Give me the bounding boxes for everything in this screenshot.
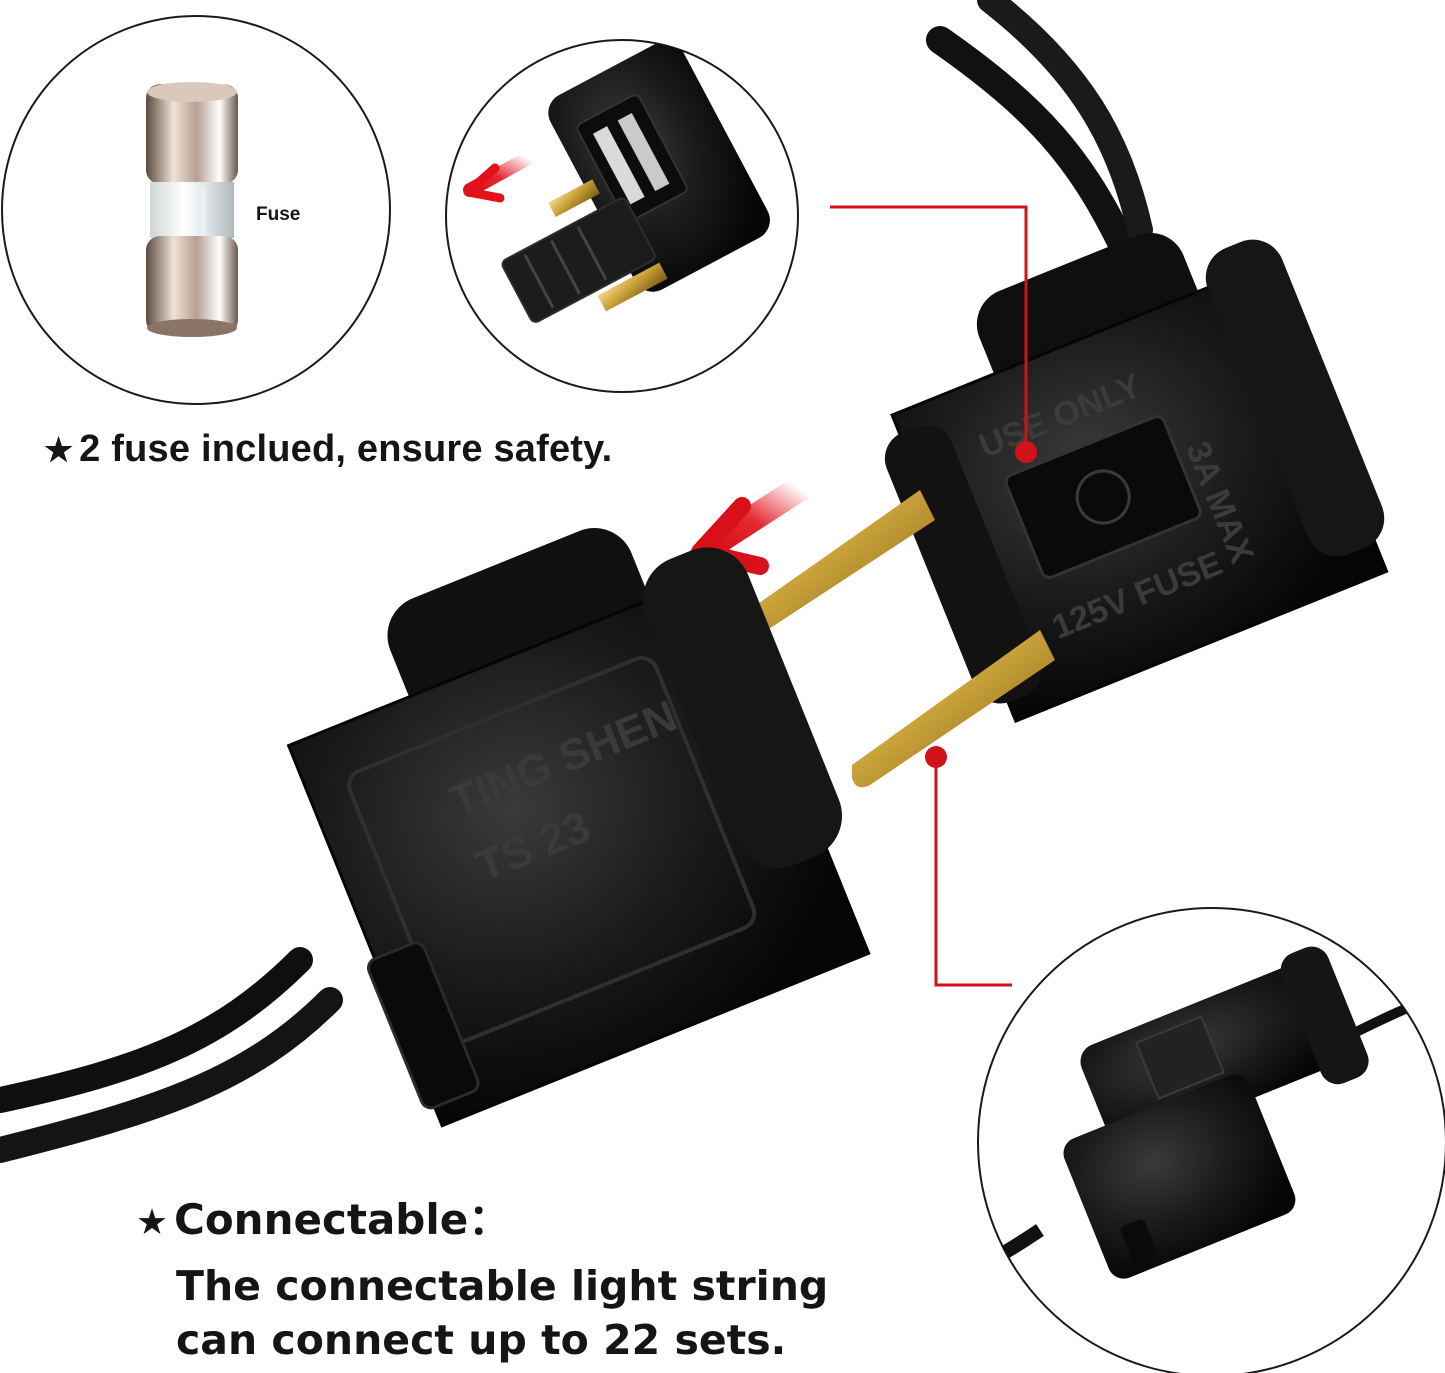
connectable-description-line-2: can connect up to 22 sets.	[176, 1316, 787, 1364]
pull-direction-arrow-small	[463, 151, 535, 203]
fuse-label: Fuse	[256, 204, 301, 225]
fuse-icon	[146, 82, 238, 337]
connectable-title-text: Connectable：	[174, 1195, 511, 1244]
leader-lines	[830, 205, 1037, 987]
male-plug: USE ONLY 3A MAX 125V FUSE	[735, 0, 1389, 788]
plug-fuse-compartment-circle	[445, 39, 799, 393]
star-icon: ★	[44, 432, 74, 468]
fuse-note: ★2 fuse inclued, ensure safety.	[44, 428, 612, 471]
plug-blades	[735, 490, 1055, 788]
fuse-detail-circle	[1, 15, 391, 405]
star-icon: ★	[136, 1202, 168, 1243]
fuse-note-text: 2 fuse inclued, ensure safety.	[79, 428, 613, 470]
female-socket: TING SHEN TS 23	[0, 528, 871, 1163]
connected-plugs-circle	[977, 907, 1445, 1373]
connectable-title: ★Connectable：	[136, 1186, 510, 1247]
connectable-description-line-1: The connectable light string	[176, 1262, 829, 1310]
